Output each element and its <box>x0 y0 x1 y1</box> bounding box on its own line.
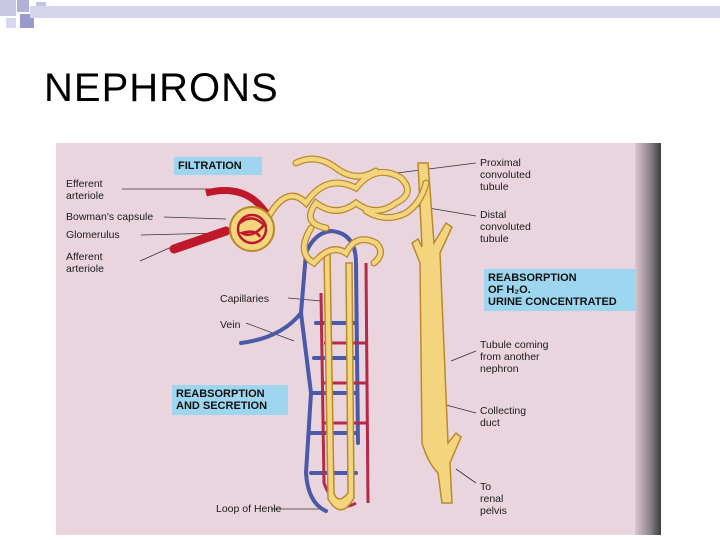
label-glomerulus: Glomerulus <box>66 229 120 241</box>
filtration-box: FILTRATION <box>174 157 262 175</box>
label-renal-pelvis: To renal pelvis <box>480 481 507 517</box>
label-afferent-arteriole: Afferent arteriole <box>66 251 104 275</box>
collecting-duct <box>412 163 461 503</box>
label-vein: Vein <box>220 319 240 331</box>
book-page-edge <box>635 143 661 535</box>
label-distal-tubule: Distal convoluted tubule <box>480 209 531 245</box>
reabsorption-water-box: REABSORPTION OF H₂O. URINE CONCENTRATED <box>484 269 640 311</box>
vein-network <box>241 231 358 511</box>
label-efferent-arteriole: Efferent arteriole <box>66 178 104 202</box>
label-tubule-from-nephron: Tubule coming from another nephron <box>480 339 548 375</box>
corner-decoration <box>0 0 720 40</box>
nephron-drawing <box>56 143 661 535</box>
slide-title: NEPHRONS <box>44 66 279 111</box>
label-bowmans-capsule: Bowman's capsule <box>66 211 153 223</box>
label-collecting-duct: Collecting duct <box>480 405 526 429</box>
label-proximal-tubule: Proximal convoluted tubule <box>480 157 531 193</box>
bowmans-capsule <box>230 207 274 251</box>
reabsorption-secretion-box: REABSORPTION AND SECRETION <box>172 385 288 415</box>
nephron-figure: FILTRATION REABSORPTION OF H₂O. URINE CO… <box>56 143 661 535</box>
label-loop-of-henle: Loop of Henle <box>216 503 281 515</box>
label-capillaries: Capillaries <box>220 293 269 305</box>
